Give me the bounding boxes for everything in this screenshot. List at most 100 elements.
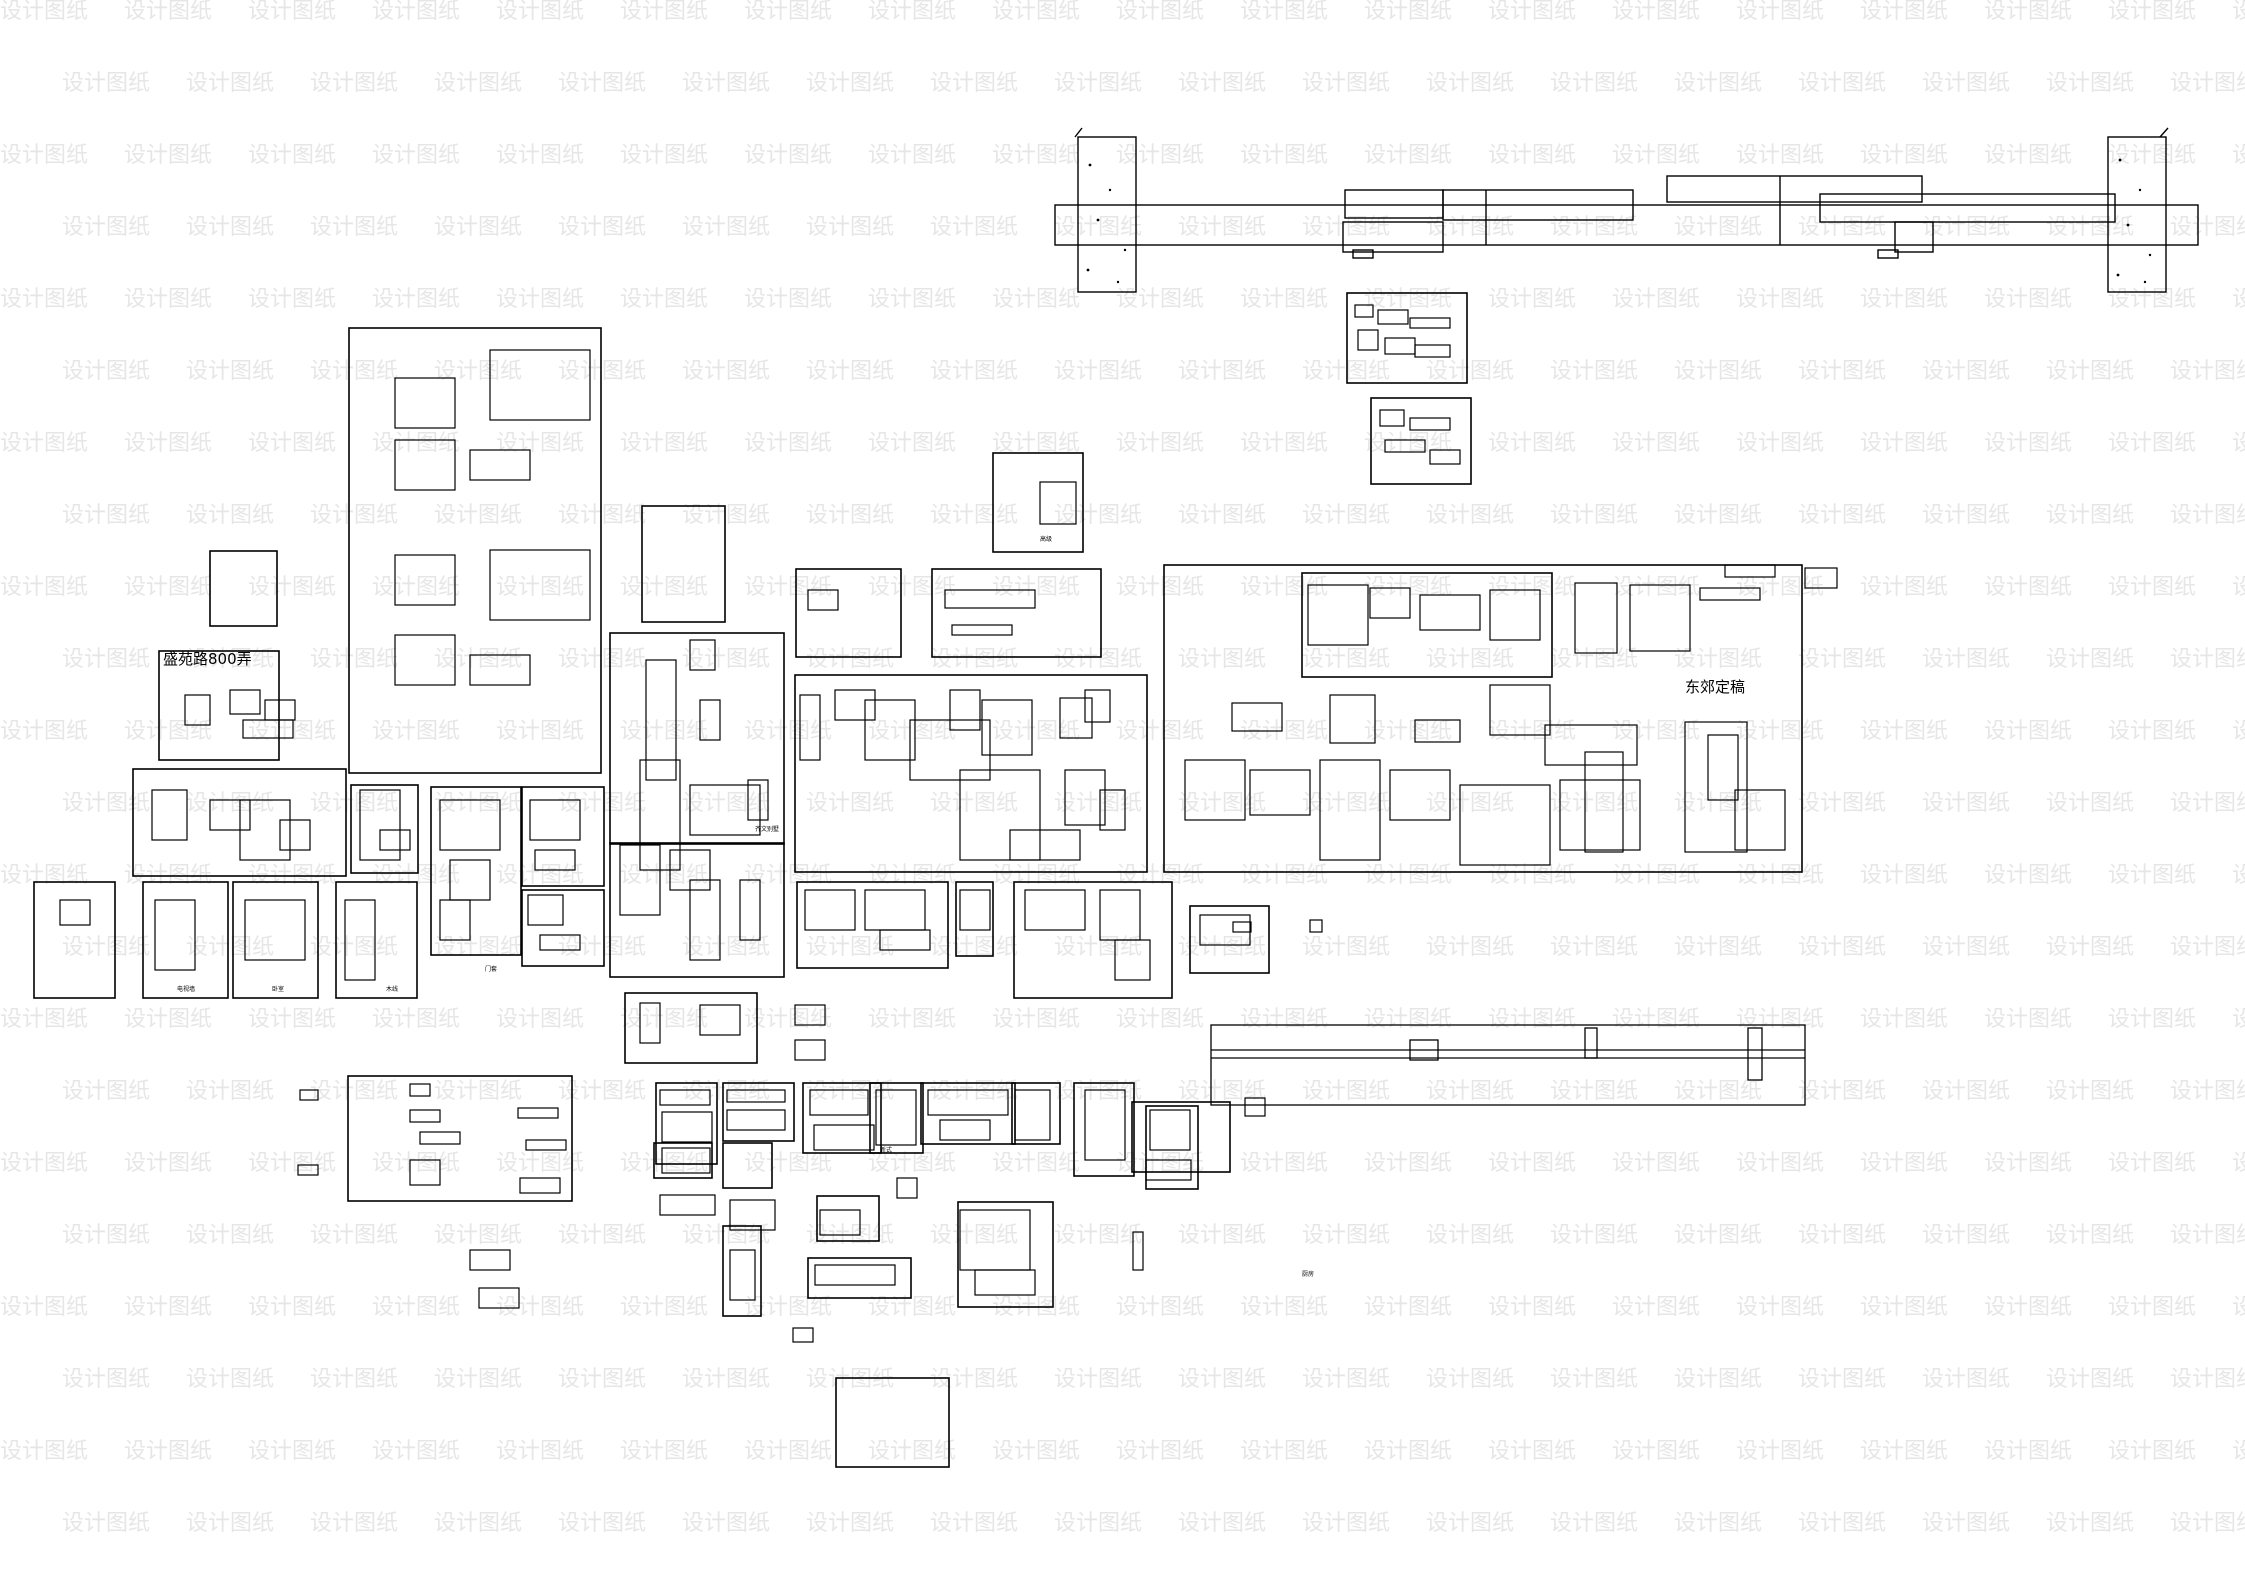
watermark-text: 设计图纸 bbox=[1798, 1223, 1886, 1248]
watermark-text: 设计图纸 bbox=[1674, 791, 1762, 816]
watermark-text: 设计图纸 bbox=[1364, 1295, 1452, 1320]
watermark-text: 设计图纸 bbox=[1736, 0, 1824, 24]
detail-mark bbox=[1409, 317, 1451, 329]
watermark-text: 设计图纸 bbox=[1054, 935, 1142, 960]
watermark-text: 设计图纸 bbox=[1178, 1367, 1266, 1392]
detail-mark bbox=[1307, 584, 1369, 646]
detail-mark bbox=[1384, 439, 1426, 453]
detail-mark bbox=[1329, 694, 1376, 744]
watermark-text: 设计图纸 bbox=[1860, 431, 1948, 456]
detail-mark bbox=[1357, 329, 1379, 351]
detail-mark bbox=[864, 889, 926, 931]
watermark-text: 设计图纸 bbox=[744, 719, 832, 744]
detail-mark bbox=[1379, 409, 1405, 427]
watermark-text: 设计图纸 bbox=[620, 1439, 708, 1464]
watermark-text: 设计图纸 bbox=[434, 503, 522, 528]
watermark-text: 设计图纸 bbox=[186, 1511, 274, 1536]
watermark-text: 设计图纸 bbox=[2046, 1511, 2134, 1536]
detail-mark bbox=[645, 659, 677, 781]
detail-mark bbox=[1199, 914, 1251, 946]
watermark-text: 设计图纸 bbox=[434, 935, 522, 960]
watermark-text: 设计图纸 bbox=[868, 719, 956, 744]
watermark-text: 设计图纸 bbox=[1178, 71, 1266, 96]
watermark-text: 设计图纸 bbox=[930, 1223, 1018, 1248]
detail-mark bbox=[1384, 337, 1416, 355]
watermark-text: 设计图纸 bbox=[186, 1079, 274, 1104]
watermark-text: 设计图纸 bbox=[310, 359, 398, 384]
detail-mark bbox=[469, 1249, 511, 1271]
detail-mark bbox=[875, 1089, 917, 1146]
watermark-text: 设计图纸 bbox=[1550, 647, 1638, 672]
watermark-text: 设计图纸 bbox=[2232, 1439, 2245, 1464]
watermark-text: 设计图纸 bbox=[558, 647, 646, 672]
watermark-text: 设计图纸 bbox=[1984, 1439, 2072, 1464]
watermark-text: 设计图纸 bbox=[2108, 575, 2196, 600]
watermark-text: 设计图纸 bbox=[744, 0, 832, 24]
watermark-text: 设计图纸 bbox=[682, 359, 770, 384]
watermark-text: 设计图纸 bbox=[1302, 647, 1390, 672]
detail-mark bbox=[927, 1089, 1009, 1116]
watermark-text: 设计图纸 bbox=[2232, 1007, 2245, 1032]
watermark-text: 设计图纸 bbox=[2170, 935, 2245, 960]
detail-mark bbox=[1414, 719, 1461, 743]
watermark-text: 设计图纸 bbox=[930, 791, 1018, 816]
watermark-text: 设计图纸 bbox=[310, 1079, 398, 1104]
watermark-text: 设计图纸 bbox=[1798, 935, 1886, 960]
watermark-text: 设计图纸 bbox=[124, 1007, 212, 1032]
watermark-text: 设计图纸 bbox=[1054, 1223, 1142, 1248]
detail-mark bbox=[807, 589, 839, 611]
watermark-text: 设计图纸 bbox=[2232, 287, 2245, 312]
watermark-text: 设计图纸 bbox=[1860, 719, 1948, 744]
detail-mark bbox=[879, 929, 931, 951]
watermark-text: 设计图纸 bbox=[2108, 719, 2196, 744]
watermark-text: 设计图纸 bbox=[1612, 575, 1700, 600]
watermark-text: 设计图纸 bbox=[0, 863, 88, 888]
watermark-text: 设计图纸 bbox=[930, 1367, 1018, 1392]
detail-mark bbox=[726, 1089, 786, 1103]
detail-mark bbox=[409, 1159, 441, 1186]
detail-mark bbox=[1024, 889, 1086, 931]
watermark-text: 设计图纸 bbox=[2046, 1079, 2134, 1104]
detail-mark bbox=[1014, 1089, 1051, 1141]
watermark-text: 设计图纸 bbox=[1860, 1007, 1948, 1032]
detail-mark bbox=[981, 699, 1033, 756]
watermark-text: 设计图纸 bbox=[248, 1295, 336, 1320]
watermark-text: 设计图纸 bbox=[1240, 1007, 1328, 1032]
watermark-text: 设计图纸 bbox=[124, 719, 212, 744]
watermark-text: 设计图纸 bbox=[1860, 863, 1948, 888]
detail-mark bbox=[959, 889, 991, 931]
watermark-text: 设计图纸 bbox=[992, 1007, 1080, 1032]
detail-mark bbox=[1699, 587, 1761, 601]
detail-mark bbox=[489, 349, 591, 421]
watermark-text: 设计图纸 bbox=[62, 1079, 150, 1104]
drawing-frame bbox=[807, 1257, 912, 1299]
watermark-text: 设计图纸 bbox=[992, 431, 1080, 456]
watermark-text: 设计图纸 bbox=[1488, 1007, 1576, 1032]
drawing-frame bbox=[158, 650, 280, 761]
detail-mark bbox=[1309, 919, 1323, 933]
drawing-frame bbox=[209, 550, 278, 627]
watermark-text: 设计图纸 bbox=[2232, 575, 2245, 600]
watermark-text: 设计图纸 bbox=[1550, 1079, 1638, 1104]
detail-mark bbox=[1232, 921, 1252, 933]
detail-mark bbox=[299, 1089, 319, 1101]
detail-mark bbox=[1244, 1097, 1266, 1117]
watermark-text: 设计图纸 bbox=[1116, 575, 1204, 600]
watermark-text: 设计图纸 bbox=[1178, 1079, 1266, 1104]
watermark-text: 设计图纸 bbox=[1426, 359, 1514, 384]
watermark-text: 设计图纸 bbox=[1798, 1511, 1886, 1536]
watermark-text: 设计图纸 bbox=[1922, 1511, 2010, 1536]
watermark-text: 设计图纸 bbox=[1860, 1439, 1948, 1464]
watermark-text: 设计图纸 bbox=[1302, 503, 1390, 528]
watermark-text: 设计图纸 bbox=[682, 1367, 770, 1392]
detail-mark bbox=[659, 1194, 716, 1216]
drawing-frame bbox=[350, 784, 419, 874]
watermark-text: 设计图纸 bbox=[1984, 863, 2072, 888]
watermark-text: 设计图纸 bbox=[0, 287, 88, 312]
watermark-text: 设计图纸 bbox=[2232, 863, 2245, 888]
watermark-text: 设计图纸 bbox=[558, 359, 646, 384]
watermark-text: 设计图纸 bbox=[1426, 71, 1514, 96]
watermark-text: 设计图纸 bbox=[868, 1439, 956, 1464]
watermark-text: 设计图纸 bbox=[496, 1007, 584, 1032]
